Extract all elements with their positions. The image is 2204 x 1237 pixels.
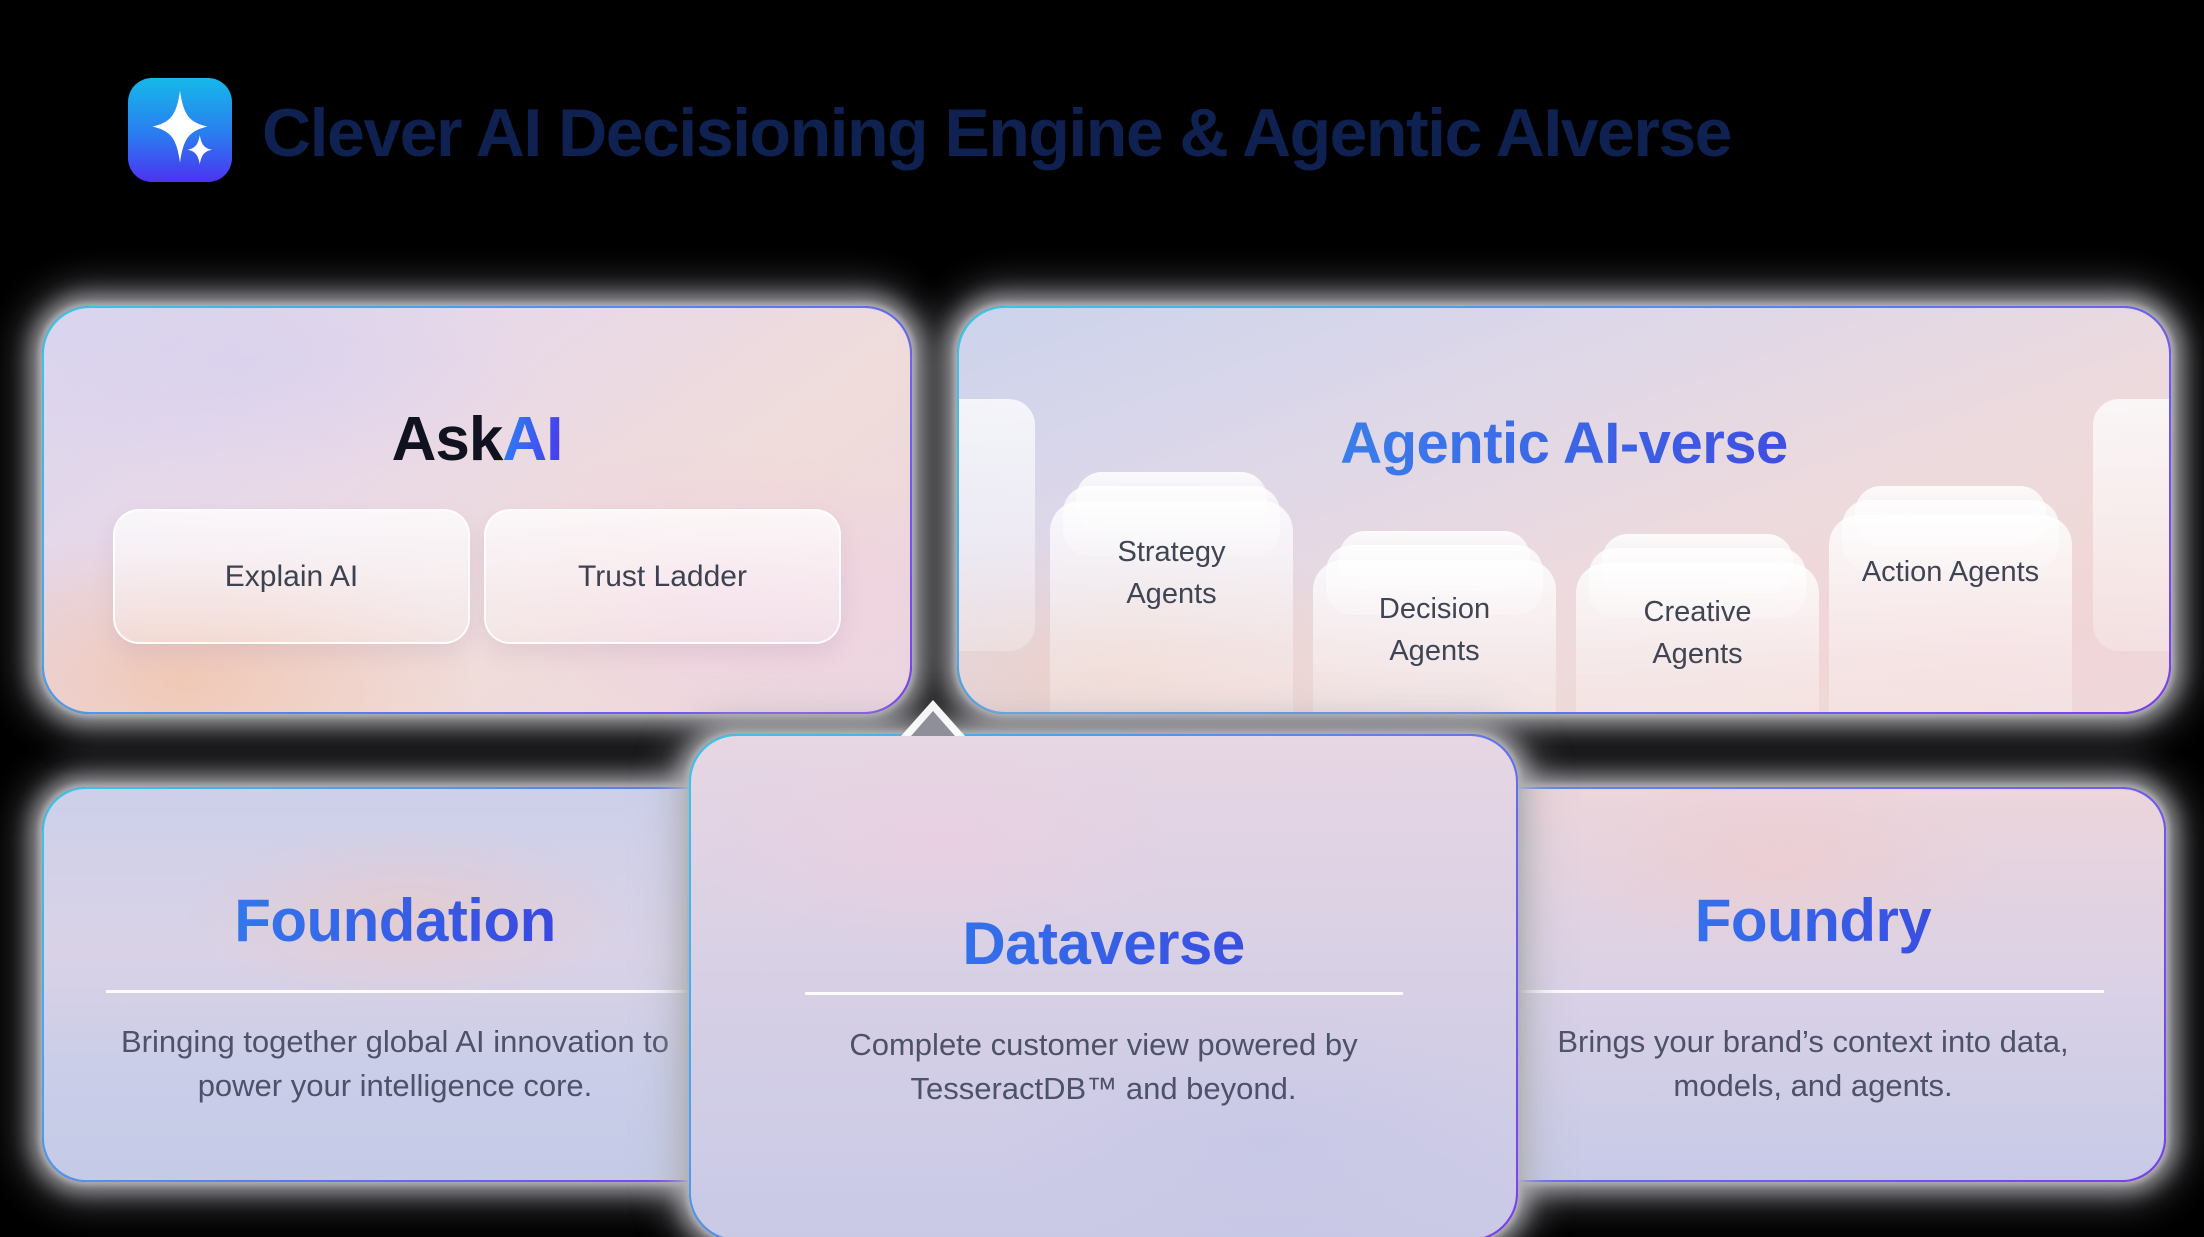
foundation-card: Foundation Bringing together global AI i…: [42, 787, 748, 1182]
partial-agent-stack-right: [2093, 399, 2169, 651]
askai-card: AskAI Explain AI Trust Ladder: [42, 306, 912, 714]
creative-agents-label: Creative Agents: [1643, 596, 1752, 670]
askai-card-title: AskAI: [44, 404, 910, 475]
foundry-description: Brings your brand’s context into data, m…: [1462, 1020, 2164, 1108]
foundation-description-text: Bringing together global AI innovation t…: [120, 1024, 670, 1103]
dataverse-title: Dataverse: [691, 909, 1516, 978]
stack-card: Creative Agents: [1576, 563, 1819, 712]
explain-ai-button[interactable]: Explain AI: [113, 509, 470, 644]
foundation-divider: [106, 990, 744, 993]
foundry-card: Foundry Brings your brand’s context into…: [1460, 787, 2166, 1182]
stack-card: Action Agents: [1829, 515, 2072, 712]
decision-agents-label: Decision Agents: [1378, 593, 1491, 667]
strategy-agents-label: Strategy Agents: [1117, 536, 1226, 610]
trust-ladder-label: Trust Ladder: [578, 559, 747, 593]
partial-agent-stack-left: [959, 399, 1035, 651]
dataverse-card: Dataverse Complete customer view powered…: [689, 734, 1518, 1237]
action-agents-label: Action Agents: [1861, 556, 2040, 588]
askai-title-accent: AI: [502, 405, 563, 474]
stack-card: Strategy Agents: [1050, 501, 1293, 712]
foundation-title: Foundation: [44, 886, 746, 955]
page-title: Clever AI Decisioning Engine & Agentic A…: [262, 95, 1732, 171]
dataverse-divider: [804, 992, 1403, 995]
foundry-divider: [1464, 990, 2104, 993]
askai-title-prefix: Ask: [391, 405, 504, 474]
agentic-card-title: Agentic AI-verse: [959, 410, 2169, 477]
foundry-title: Foundry: [1462, 886, 2164, 955]
trust-ladder-button[interactable]: Trust Ladder: [484, 509, 841, 644]
dataverse-description: Complete customer view powered by Tesser…: [691, 1023, 1516, 1111]
sparkle-icon: [128, 78, 232, 182]
stack-card: Decision Agents: [1313, 560, 1556, 712]
dataverse-description-text: Complete customer view powered by Tesser…: [849, 1027, 1358, 1106]
agentic-aiverse-card: Agentic AI-verse Strategy Agents Decisio…: [957, 306, 2171, 714]
foundation-description: Bringing together global AI innovation t…: [44, 1020, 746, 1108]
explain-ai-label: Explain AI: [224, 559, 359, 593]
connector-arrow-icon: [911, 711, 955, 736]
foundry-description-text: Brings your brand’s context into data, m…: [1557, 1024, 2069, 1103]
